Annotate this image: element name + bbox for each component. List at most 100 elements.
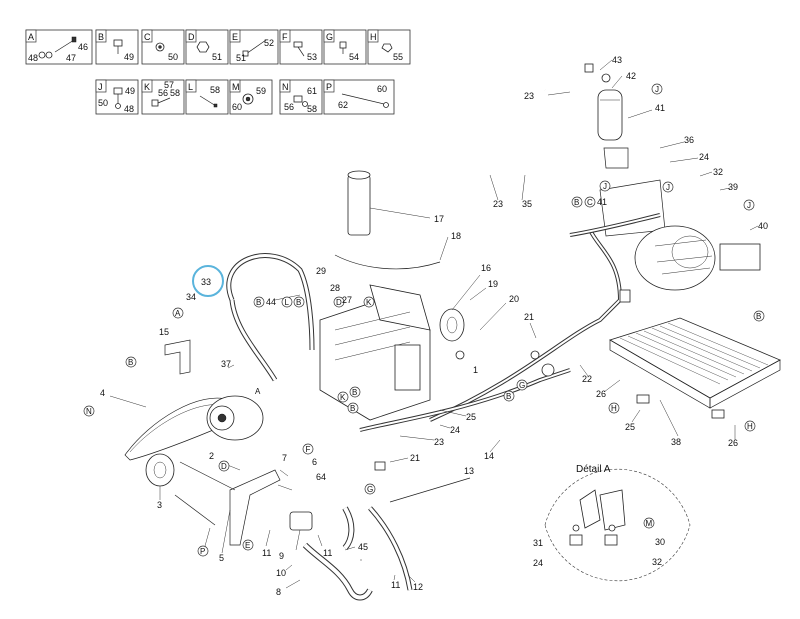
- part-30: 30: [655, 537, 665, 547]
- ref-G-2: G: [519, 381, 525, 390]
- legend-letter-C: C: [144, 32, 151, 42]
- part-28: 28: [330, 283, 340, 293]
- part-14: 14: [484, 451, 494, 461]
- legend-letter-E: E: [232, 32, 238, 42]
- part-22: 22: [582, 374, 592, 384]
- ref-B-2: B: [296, 298, 301, 307]
- part-9: 9: [279, 551, 284, 561]
- part-27: 27: [342, 295, 352, 305]
- ref-B-6: B: [506, 392, 511, 401]
- legend-letter-B: B: [98, 32, 104, 42]
- part-17: 17: [434, 214, 444, 224]
- ref-B-3: B: [128, 358, 133, 367]
- part-40: 40: [758, 221, 768, 231]
- ref-B-5: B: [350, 404, 355, 413]
- part-26-b: 26: [728, 438, 738, 448]
- legend-box-B: B 49: [95, 29, 139, 65]
- ref-L-1: L: [285, 298, 290, 307]
- part-12: 12: [413, 582, 423, 592]
- part-23-c: 23: [434, 437, 444, 447]
- legend-letter-D: D: [188, 32, 195, 42]
- part-16: 16: [481, 263, 491, 273]
- part-38: 38: [671, 437, 681, 447]
- part-18: 18: [451, 231, 461, 241]
- leader-lines: [109, 59, 759, 589]
- part-5: 5: [219, 553, 224, 563]
- ref-D-1: D: [221, 462, 227, 471]
- ref-K-2: K: [340, 393, 346, 402]
- legend-E-num-2: 51: [236, 53, 246, 63]
- legend-C-num: 50: [168, 52, 178, 62]
- part-43: 43: [612, 55, 622, 65]
- ref-A-1: A: [175, 309, 181, 318]
- legend-box-J: J 49 50 48: [95, 79, 139, 115]
- legend-P-num-1: 60: [377, 84, 387, 94]
- ref-B-4: B: [352, 388, 357, 397]
- legend-K-num-2: 56: [158, 88, 168, 98]
- legend-E-num-1: 52: [264, 38, 274, 48]
- part-33-highlighted: 33: [201, 277, 211, 287]
- legend-letter-H: H: [370, 32, 377, 42]
- legend-row-1: A 46 48 47 B 49 C 50 D 5: [25, 29, 411, 65]
- part-13: 13: [464, 466, 474, 476]
- part-23-b: 23: [524, 91, 534, 101]
- part-24-a: 24: [699, 152, 709, 162]
- legend-box-N: N 61 56 58: [279, 79, 323, 115]
- part-64: 64: [316, 472, 326, 482]
- legend-N-num-1: 61: [307, 86, 317, 96]
- ref-J-3: J: [666, 183, 670, 192]
- part-7: 7: [282, 453, 287, 463]
- part-37: 37: [221, 359, 231, 369]
- part-21-a: 21: [524, 312, 534, 322]
- legend-box-P: P 60 62: [323, 79, 395, 115]
- part-25-b: 25: [625, 422, 635, 432]
- legend-D-num: 51: [212, 52, 222, 62]
- ref-D-2: D: [336, 298, 342, 307]
- legend-L-num: 58: [210, 85, 220, 95]
- part-24-c: 24: [533, 558, 543, 568]
- legend-box-E: E 52 51: [229, 29, 279, 65]
- ref-K-1: K: [366, 298, 372, 307]
- legend-letter-J: J: [98, 82, 103, 92]
- ref-C-1: C: [587, 198, 593, 207]
- legend-A-num-2: 48: [28, 53, 38, 63]
- part-20: 20: [509, 294, 519, 304]
- part-15: 15: [159, 327, 169, 337]
- ref-J-4: J: [747, 201, 751, 210]
- legend-M-num-2: 60: [232, 102, 242, 112]
- legend-B-num: 49: [124, 52, 134, 62]
- legend-letter-N: N: [282, 82, 289, 92]
- legend-J-num-1: 49: [125, 86, 135, 96]
- ref-J-2: J: [655, 85, 659, 94]
- part-8: 8: [276, 587, 281, 597]
- legend-letter-A: A: [28, 32, 34, 42]
- ref-F-1: F: [306, 445, 311, 454]
- part-45: 45: [358, 542, 368, 552]
- part-23-a: 23: [493, 199, 503, 209]
- part-10: 10: [276, 568, 286, 578]
- highlight-circle: [192, 265, 224, 297]
- ref-E-1: E: [245, 541, 250, 550]
- legend-A-num-1: 46: [78, 42, 88, 52]
- legend-row-2: J 49 50 48 K 57 56 58 L 58: [95, 79, 395, 115]
- ref-B-1: B: [256, 298, 261, 307]
- part-29: 29: [316, 266, 326, 276]
- legend-letter-G: G: [326, 32, 333, 42]
- part-11-b: 11: [323, 548, 332, 558]
- part-32-b: 32: [652, 557, 662, 567]
- part-11-a: 11: [262, 548, 271, 558]
- part-41-a: 41: [655, 103, 665, 113]
- ref-H-2: H: [747, 422, 753, 431]
- part-1: 1: [473, 365, 478, 375]
- legend-K-num-3: 58: [170, 88, 180, 98]
- part-44: 44: [266, 297, 276, 307]
- detail-a-title: Détail A: [576, 464, 611, 475]
- detail-a-marker: A: [255, 387, 261, 396]
- legend-box-K: K 57 56 58: [141, 79, 185, 115]
- part-21-b: 21: [410, 453, 420, 463]
- ref-H-1: H: [611, 404, 617, 413]
- part-34: 34: [186, 292, 196, 302]
- part-42: 42: [626, 71, 636, 81]
